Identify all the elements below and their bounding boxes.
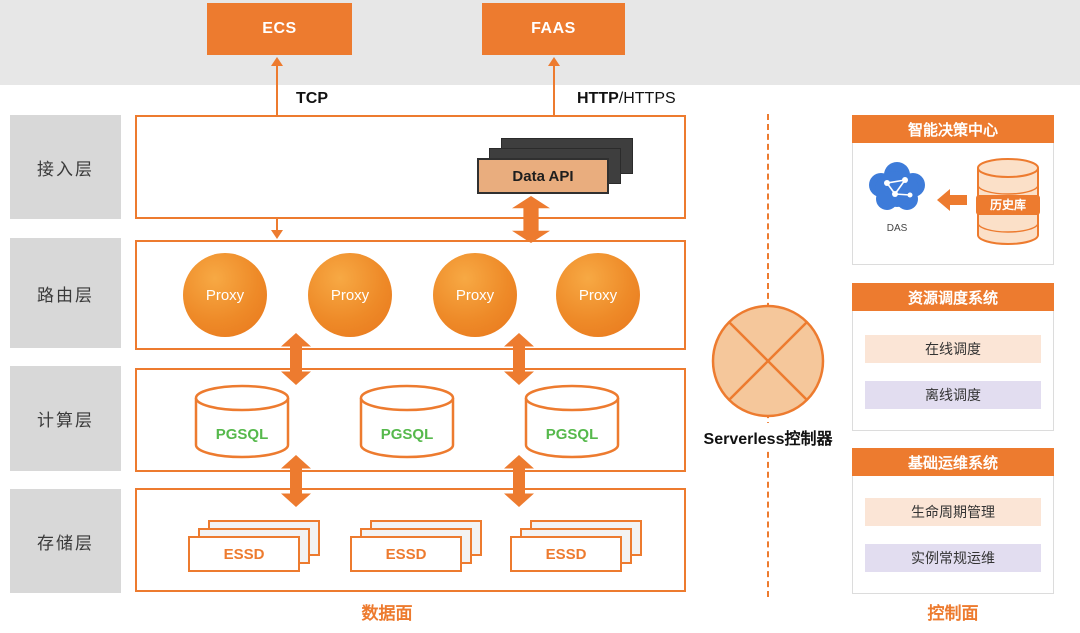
ops-body: 生命周期管理 实例常规运维: [852, 476, 1054, 594]
essd-label: ESSD: [385, 545, 427, 563]
arrow-up-icon: [548, 57, 560, 66]
ecs-label: ECS: [262, 20, 297, 37]
layer-label-access: 接入层: [10, 115, 121, 219]
scheduler-body: 在线调度 离线调度: [852, 311, 1054, 431]
double-arrow-access-routing-icon: [512, 196, 550, 243]
decision-center-panel: 智能决策中心: [852, 115, 1054, 265]
arrow-up-icon: [271, 57, 283, 66]
tcp-protocol-label: TCP: [296, 90, 328, 107]
offline-scheduling-row: 离线调度: [865, 381, 1041, 409]
double-arrow-compute-storage-icon: [504, 455, 534, 507]
proxy-node: Proxy: [183, 253, 267, 337]
pgsql-label: PGSQL: [216, 426, 269, 443]
essd-card: ESSD: [510, 536, 622, 572]
das-label: DAS: [886, 223, 908, 234]
serverless-controller-label: Serverless控制器: [692, 423, 844, 451]
das-brain-icon: [869, 162, 925, 210]
decision-center-body: DAS 历史库: [852, 143, 1054, 265]
essd-stack: ESSD: [188, 520, 320, 572]
essd-card: ESSD: [350, 536, 462, 572]
data-api-label: Data API: [512, 167, 574, 185]
ops-title: 基础运维系统: [852, 448, 1054, 476]
control-plane-caption: 控制面: [927, 604, 979, 623]
scheduler-panel: 资源调度系统 在线调度 离线调度: [852, 283, 1054, 431]
double-arrow-routing-compute-icon: [504, 333, 534, 385]
pgsql-database-cylinder-icon: PGSQL: [524, 384, 620, 459]
data-api-stack: Data API: [477, 138, 637, 194]
decision-center-title: 智能决策中心: [852, 115, 1054, 143]
scheduler-title: 资源调度系统: [852, 283, 1054, 311]
lifecycle-management-row: 生命周期管理: [865, 498, 1041, 526]
essd-stack: ESSD: [510, 520, 642, 572]
http-label: HTTP: [577, 90, 619, 107]
data-api-card: Data API: [477, 158, 609, 194]
pgsql-database-cylinder-icon: PGSQL: [194, 384, 290, 459]
https-suffix-label: /HTTPS: [618, 90, 676, 107]
ecs-node: ECS: [207, 3, 352, 55]
proxy-label: Proxy: [205, 286, 245, 304]
layer-label-routing: 路由层: [10, 238, 121, 348]
double-arrow-routing-compute-icon: [281, 333, 311, 385]
proxy-label: Proxy: [455, 286, 495, 304]
routine-ops-row: 实例常规运维: [865, 544, 1041, 572]
faas-node: FAAS: [482, 3, 625, 55]
pgsql-label: PGSQL: [381, 426, 434, 443]
faas-label: FAAS: [531, 20, 576, 37]
arrow-down-icon: [271, 230, 283, 239]
essd-label: ESSD: [223, 545, 265, 563]
ops-panel: 基础运维系统 生命周期管理 实例常规运维: [852, 448, 1054, 594]
proxy-node: Proxy: [308, 253, 392, 337]
essd-label: ESSD: [545, 545, 587, 563]
online-scheduling-row: 在线调度: [865, 335, 1041, 363]
essd-card: ESSD: [188, 536, 300, 572]
pgsql-label: PGSQL: [546, 426, 599, 443]
left-arrow-icon: [937, 189, 967, 211]
data-plane-caption: 数据面: [361, 604, 413, 623]
history-db-label: 历史库: [990, 197, 1026, 212]
history-db-cylinder-icon: 历史库: [976, 158, 1040, 245]
double-arrow-compute-storage-icon: [281, 455, 311, 507]
layer-label-compute: 计算层: [10, 366, 121, 471]
pgsql-database-cylinder-icon: PGSQL: [359, 384, 455, 459]
proxy-label: Proxy: [330, 286, 370, 304]
proxy-node: Proxy: [433, 253, 517, 337]
http-protocol-label: HTTP/HTTPS: [577, 90, 676, 108]
proxy-label: Proxy: [578, 286, 618, 304]
essd-stack: ESSD: [350, 520, 482, 572]
proxy-node: Proxy: [556, 253, 640, 337]
serverless-controller-x-icon: [711, 304, 825, 418]
connector-line: [553, 63, 555, 131]
layer-label-storage: 存储层: [10, 489, 121, 593]
